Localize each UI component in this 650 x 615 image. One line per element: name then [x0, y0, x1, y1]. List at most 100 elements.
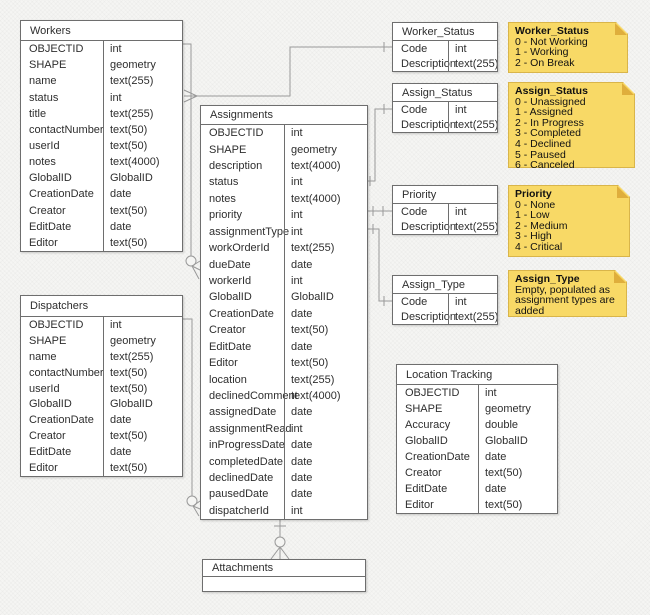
field-name: CreationDate: [209, 307, 274, 320]
table-title: Assign_Status: [393, 84, 497, 102]
field-type: text(255): [455, 310, 497, 323]
field-type: text(255): [110, 350, 154, 363]
zero-circle-workers-assignments: [185, 255, 197, 267]
field-type: date: [291, 307, 313, 320]
field-name: GlobalID: [209, 291, 252, 304]
field-name: inProgressDate: [209, 439, 285, 452]
note-fold-corner: [622, 83, 634, 95]
crowfoot-assignments-workerid: [191, 260, 201, 280]
field-type: text(255): [110, 107, 154, 120]
field-type: text(4000): [291, 160, 341, 173]
field-name: Creator: [29, 430, 66, 443]
column-divider: [448, 204, 449, 234]
field-name: Editor: [405, 499, 434, 511]
field-type: date: [485, 451, 507, 463]
note-line: 2 - In Progress: [515, 116, 584, 129]
field-type: date: [291, 406, 313, 419]
field-type: int: [485, 387, 497, 399]
note-line: 1 - Low: [515, 209, 550, 222]
entity-table-attachments[interactable]: Attachments: [202, 559, 366, 592]
field-type: int: [455, 295, 467, 308]
connector-dispatchers-assignments: [183, 318, 193, 496]
field-type: geometry: [110, 334, 156, 347]
field-name: assignmentType: [209, 225, 290, 238]
note-fold-corner: [615, 23, 627, 35]
field-name: userId: [29, 140, 60, 153]
field-name: declinedComment: [209, 389, 298, 402]
field-type: int: [455, 42, 467, 55]
field-name: GlobalID: [29, 398, 72, 411]
field-name: OBJECTID: [29, 318, 84, 331]
field-name: contactNumber: [29, 123, 104, 136]
field-name: Code: [401, 205, 428, 218]
note-line: 2 - On Break: [515, 56, 575, 69]
field-name: Accuracy: [405, 419, 451, 431]
field-name: EditDate: [29, 220, 72, 233]
field-type: GlobalID: [291, 291, 334, 304]
field-type: text(50): [110, 140, 148, 153]
field-type: text(255): [455, 57, 497, 70]
field-type: int: [110, 91, 122, 104]
field-type: int: [291, 275, 303, 287]
field-row: assignedDate date: [201, 404, 367, 420]
field-type: text(255): [455, 220, 497, 233]
field-type: int: [455, 205, 467, 218]
note-line: 2 - Medium: [515, 219, 568, 232]
table-title-text: Assign_Type: [402, 278, 465, 291]
field-type: date: [291, 455, 313, 468]
table-title-text: Priority: [402, 188, 437, 201]
table-title-text: Dispatchers: [30, 300, 89, 312]
field-type: geometry: [110, 59, 156, 72]
crowfoot-attachments: [270, 546, 290, 560]
field-row: userId text(50): [21, 138, 182, 154]
field-name: Description: [401, 310, 457, 323]
crowfoot-workers-status: [183, 89, 198, 103]
note-line: 3 - High: [515, 230, 552, 243]
table-title: Attachments: [203, 560, 365, 577]
connector-workers-assignments: [183, 43, 192, 256]
field-name: status: [29, 91, 59, 104]
field-type: int: [110, 43, 122, 56]
table-title-text: Workers: [30, 24, 71, 37]
note-title: Assign_Status: [515, 85, 588, 97]
field-row: Code int: [393, 204, 497, 219]
field-name: Editor: [209, 357, 238, 370]
note-line: assignment types are added: [515, 294, 615, 317]
field-name: status: [209, 176, 239, 189]
field-name: assignedDate: [209, 406, 277, 419]
connector-assignments-assign-status: [368, 108, 392, 182]
connector-workers-worker-status: [184, 46, 392, 97]
